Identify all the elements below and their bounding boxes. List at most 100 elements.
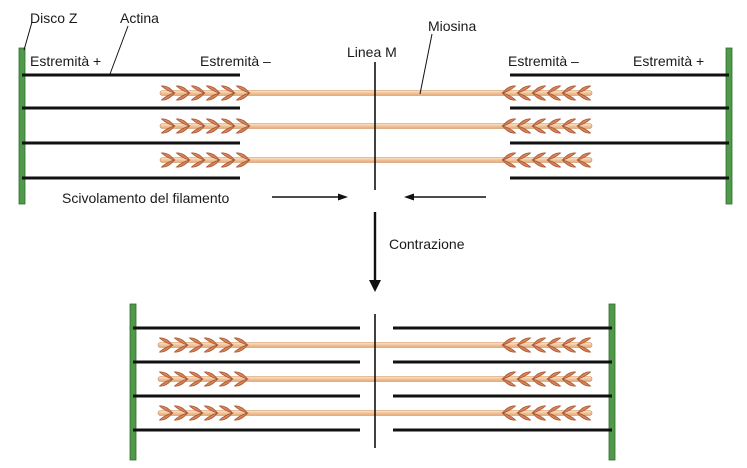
myosin-head — [576, 118, 592, 134]
myosin-head — [516, 405, 532, 421]
myosin-shaft — [159, 157, 593, 163]
myosin-head — [175, 118, 191, 134]
myosin-head — [158, 337, 174, 353]
myosin-head — [576, 337, 592, 353]
myosin-head — [205, 118, 221, 134]
label-estremita-minus-left: Estremità – — [200, 53, 271, 69]
myosin-head — [160, 85, 176, 101]
myosin-head — [501, 337, 517, 353]
myosin-head — [561, 85, 577, 101]
myosin-head — [175, 152, 191, 168]
label-linea-m: Linea M — [347, 44, 397, 60]
label-actina: Actina — [120, 10, 159, 26]
myosin-head — [173, 405, 189, 421]
myosin-head — [561, 337, 577, 353]
myosin-head — [220, 152, 236, 168]
label-scivolamento: Scivolamento del filamento — [62, 190, 230, 206]
myosin-head — [188, 337, 204, 353]
myosin-head — [203, 371, 219, 387]
label-estremita-plus-right: Estremità + — [633, 53, 705, 69]
myosin-head — [160, 118, 176, 134]
myosin-shaft — [159, 90, 593, 96]
myosin-head — [220, 85, 236, 101]
myosin-head — [531, 371, 547, 387]
contracted-sarcomere — [129, 303, 616, 461]
myosin-head — [576, 371, 592, 387]
myosin-head — [546, 405, 562, 421]
myosin-head — [501, 152, 517, 168]
myosin-head — [233, 405, 249, 421]
myosin-head — [531, 405, 547, 421]
arrows-and-leaders — [23, 21, 486, 292]
myosin-head — [173, 337, 189, 353]
myosin-head — [516, 85, 532, 101]
myosin-head — [175, 85, 191, 101]
arrow-head — [404, 193, 414, 201]
z-disc-right — [608, 303, 616, 461]
myosin-head — [546, 118, 562, 134]
myosin-head — [235, 152, 251, 168]
myosin-head — [546, 85, 562, 101]
label-miosina: Miosina — [428, 18, 477, 34]
myosin-head — [218, 337, 234, 353]
relaxed-sarcomere — [18, 47, 733, 205]
myosin-head — [531, 152, 547, 168]
myosin-head — [203, 405, 219, 421]
leader-miosina — [419, 33, 433, 95]
myosin-head — [531, 85, 547, 101]
myosin-head — [173, 371, 189, 387]
myosin-head — [516, 118, 532, 134]
myosin-head — [531, 337, 547, 353]
myosin-head — [218, 371, 234, 387]
myosin-head — [235, 118, 251, 134]
myosin-head — [576, 405, 592, 421]
myosin-head — [218, 405, 234, 421]
label-contrazione: Contrazione — [389, 236, 465, 252]
arrow-head — [338, 193, 348, 201]
myosin-head — [205, 152, 221, 168]
myosin-head — [561, 405, 577, 421]
leader-actina — [109, 25, 129, 75]
myosin-head — [501, 371, 517, 387]
label-estremita-minus-right: Estremità – — [508, 53, 579, 69]
myosin-head — [561, 118, 577, 134]
myosin-head — [546, 371, 562, 387]
myosin-head — [220, 118, 236, 134]
z-disc-right — [725, 47, 733, 205]
myosin-head — [203, 337, 219, 353]
myosin-head — [561, 371, 577, 387]
myosin-head — [546, 152, 562, 168]
myosin-head — [188, 405, 204, 421]
label-estremita-plus-left: Estremità + — [30, 53, 102, 69]
myosin-head — [158, 371, 174, 387]
label-disco-z: Disco Z — [30, 10, 78, 26]
arrow-head — [369, 280, 381, 292]
myosin-head — [531, 118, 547, 134]
myosin-head — [501, 405, 517, 421]
myosin-head — [501, 85, 517, 101]
myosin-head — [516, 152, 532, 168]
myosin-head — [160, 152, 176, 168]
myosin-head — [546, 337, 562, 353]
myosin-head — [205, 85, 221, 101]
myosin-head — [516, 371, 532, 387]
myosin-head — [190, 85, 206, 101]
myosin-head — [561, 152, 577, 168]
leader-disco-z — [23, 21, 33, 51]
myosin-head — [233, 371, 249, 387]
myosin-head — [576, 85, 592, 101]
myosin-head — [158, 405, 174, 421]
myosin-shaft — [159, 123, 593, 129]
myosin-head — [516, 337, 532, 353]
z-disc-left — [18, 47, 26, 205]
myosin-head — [233, 337, 249, 353]
z-disc-left — [129, 303, 137, 461]
myosin-head — [576, 152, 592, 168]
myosin-head — [190, 152, 206, 168]
myosin-head — [190, 118, 206, 134]
myosin-head — [235, 85, 251, 101]
myosin-head — [188, 371, 204, 387]
myosin-head — [501, 118, 517, 134]
